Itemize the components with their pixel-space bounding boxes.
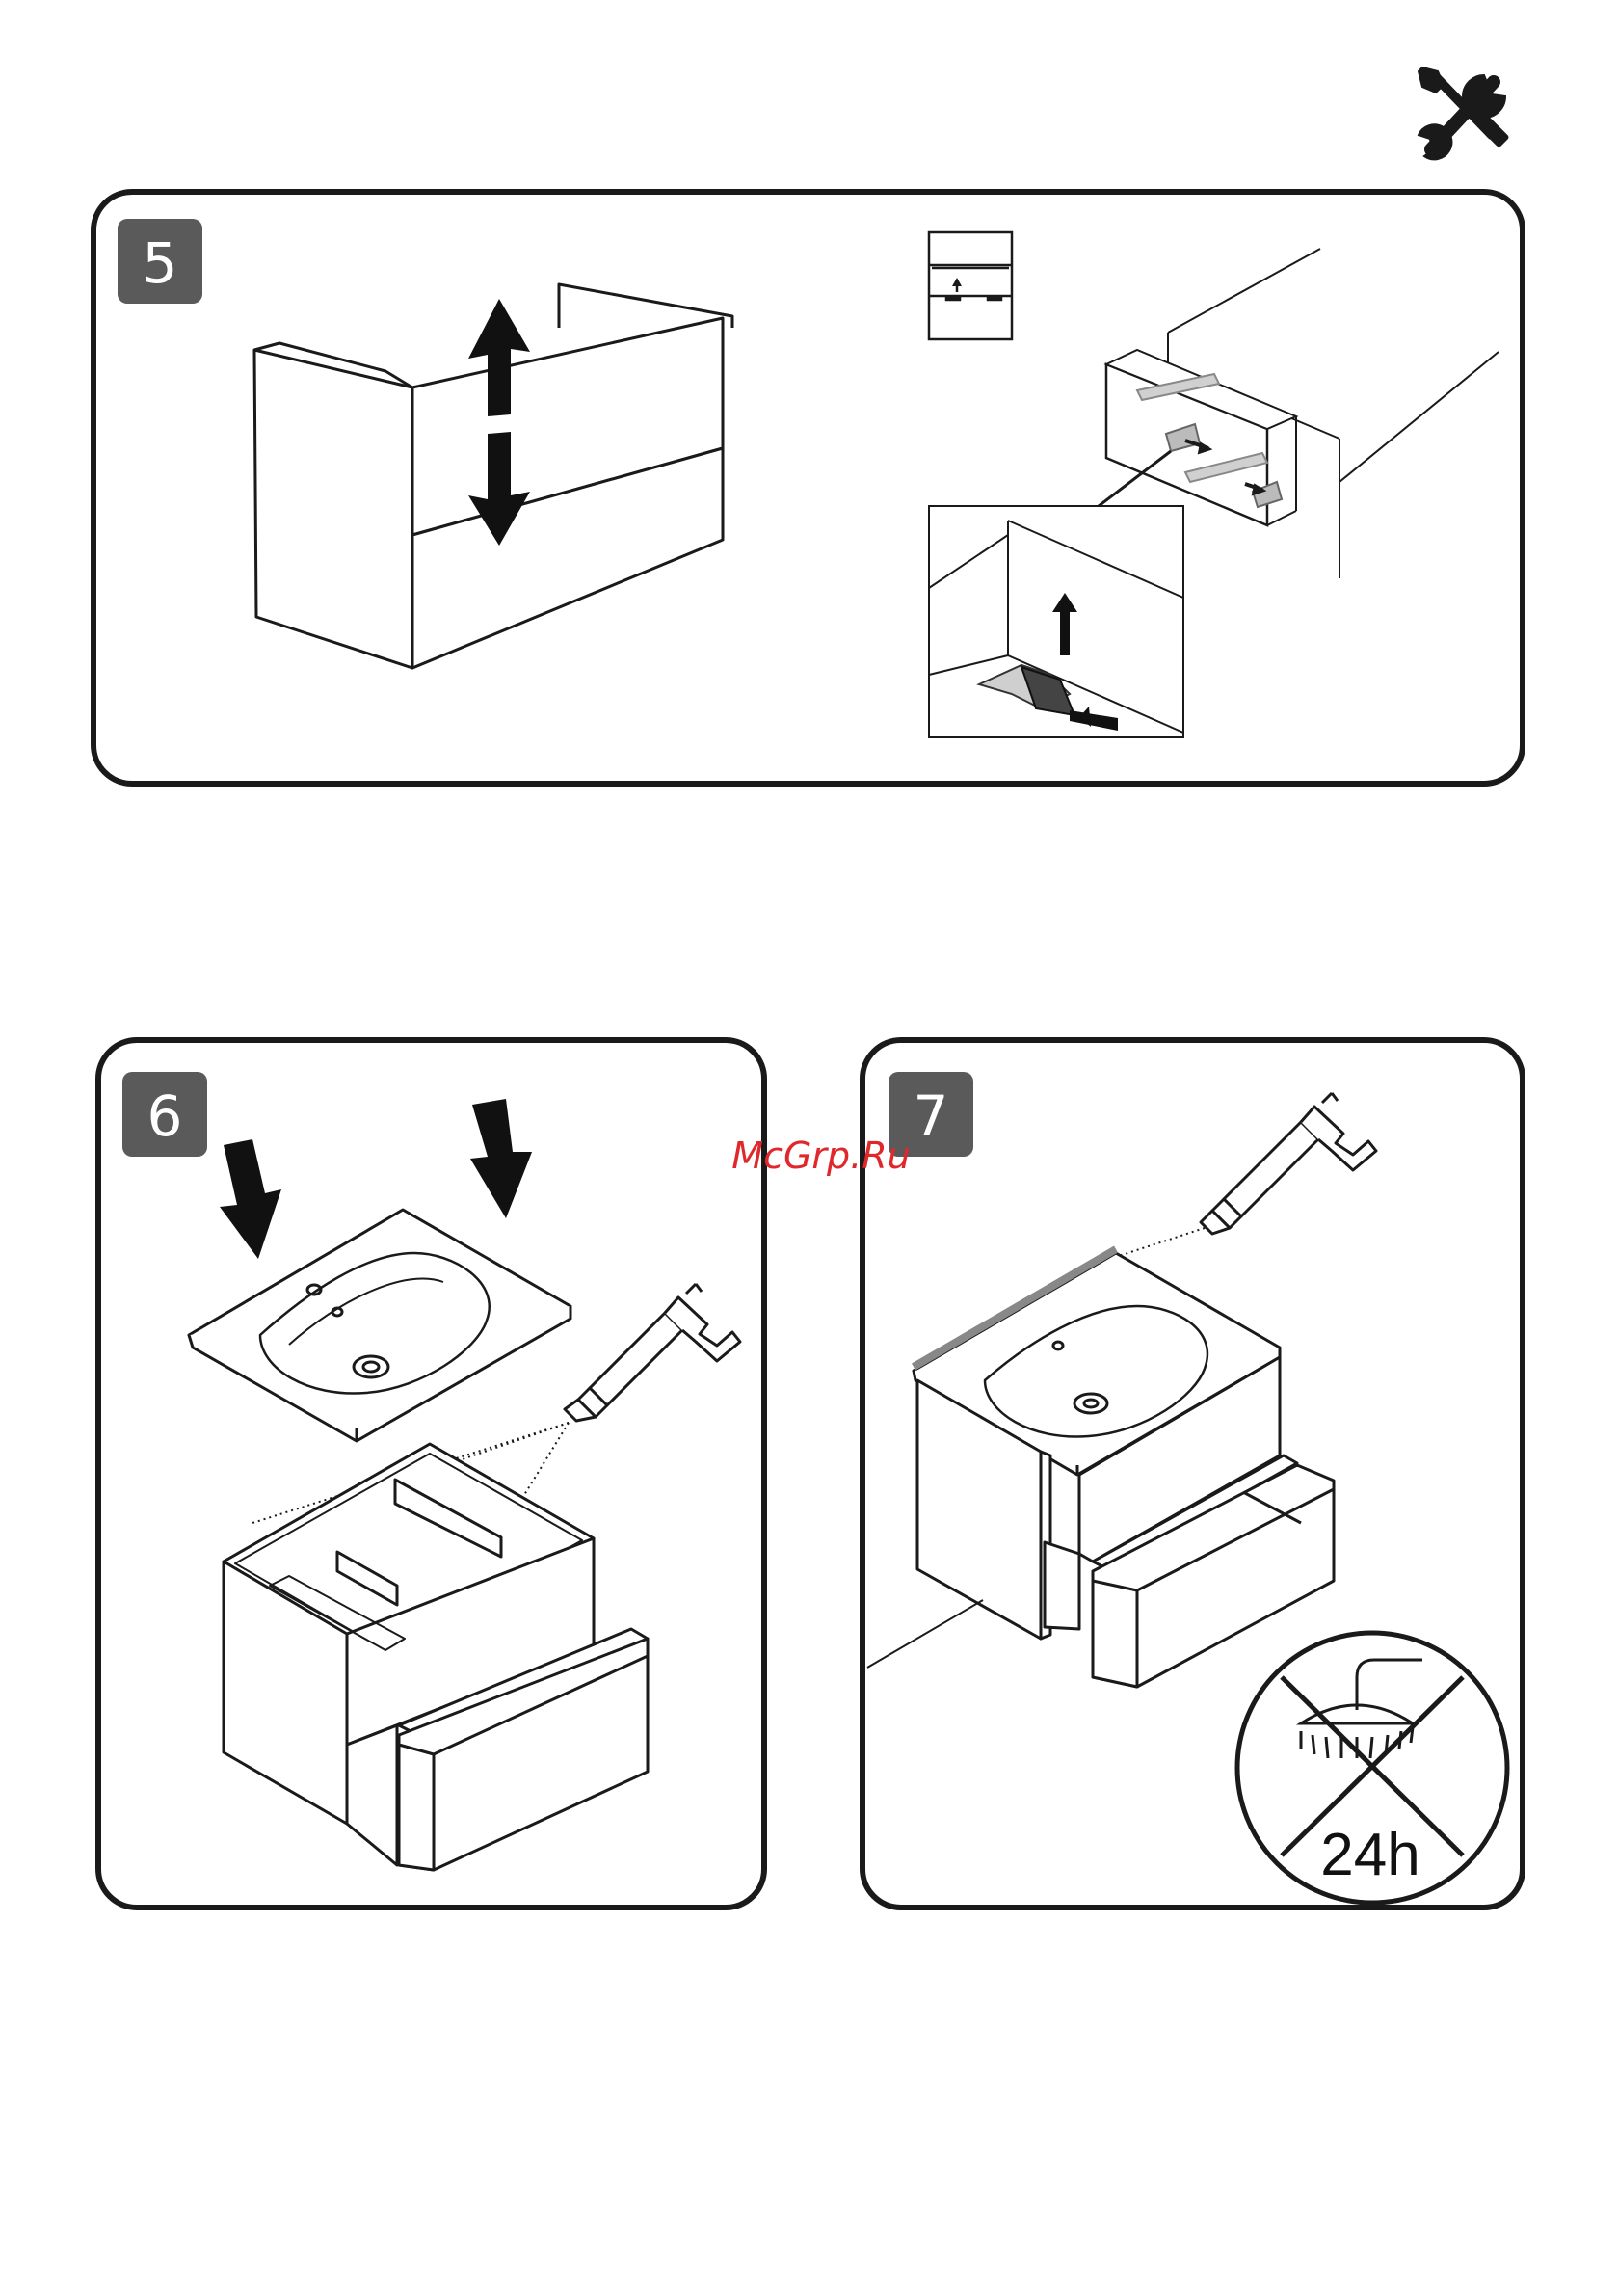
step-5-number: 5 [143,230,178,296]
no-water-24h-sign: 24h [1237,1633,1507,1903]
tools-icon [1419,67,1510,159]
basin-illustration [189,1210,570,1441]
watermark-text: McGrp.Ru [731,1135,910,1177]
step-7-panel: 7 [862,1040,1523,1908]
sealant-line [1113,1228,1205,1258]
down-arrow-icon [470,1099,532,1218]
step-6-panel: 6 [98,1040,764,1908]
mini-cabinet-diagram [929,232,1012,339]
duration-label: 24h [1320,1822,1419,1888]
drawer-clip-zoom-detail [929,506,1183,737]
step-6-badge: 6 [122,1072,207,1157]
assembled-vanity-illustration [867,1249,1334,1687]
step-5-badge: 5 [118,219,202,304]
cabinet-illustration [224,1444,648,1870]
down-arrow-icon [220,1139,281,1259]
step-6-number: 6 [147,1083,183,1149]
step-5-panel: 5 [93,192,1523,784]
step-7-number: 7 [914,1083,949,1149]
silicone-gun-icon [565,1284,740,1421]
silicone-gun-icon [1201,1093,1376,1234]
